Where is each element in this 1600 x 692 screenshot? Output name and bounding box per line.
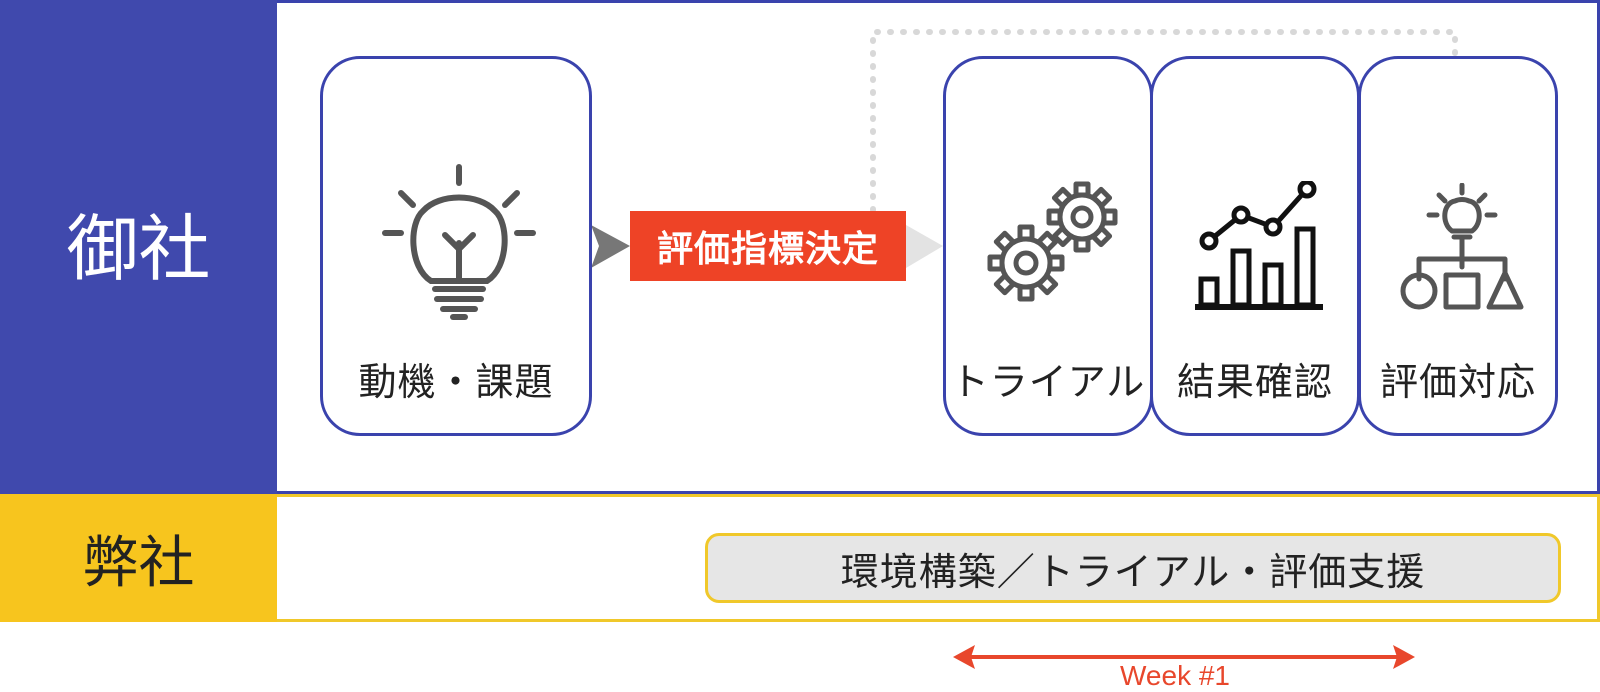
trial-card: トライアル — [943, 56, 1153, 436]
arrow-to-trial — [906, 225, 943, 268]
support-bar: 環境構築／トライアル・評価支援 — [705, 533, 1561, 603]
idea-shapes-icon — [1400, 183, 1524, 310]
client-row-label: 御社 — [0, 0, 277, 494]
evaluation-label: 評価対応 — [1379, 360, 1536, 404]
us-row-area — [277, 494, 1600, 622]
us-row-label: 弊社 — [0, 494, 277, 622]
evaluation-card: 評価対応 — [1358, 56, 1558, 436]
week-range-arrow — [953, 645, 1415, 669]
week-label: Week #1 — [1120, 660, 1230, 691]
gears-icon — [987, 181, 1118, 302]
arrow-to-kpi — [591, 225, 630, 268]
result-card: 結果確認 — [1150, 56, 1360, 436]
motivation-label: 動機・課題 — [358, 360, 554, 404]
motivation-card: 動機・課題 — [320, 56, 592, 436]
result-label: 結果確認 — [1176, 360, 1333, 404]
feedback-loop-dotted-line — [870, 29, 1458, 213]
chart-icon — [1195, 181, 1323, 310]
kpi-decision-badge: 評価指標決定 — [630, 211, 906, 281]
lightbulb-icon — [382, 164, 536, 320]
trial-label: トライアル — [950, 360, 1146, 404]
client-row-area — [277, 0, 1600, 494]
